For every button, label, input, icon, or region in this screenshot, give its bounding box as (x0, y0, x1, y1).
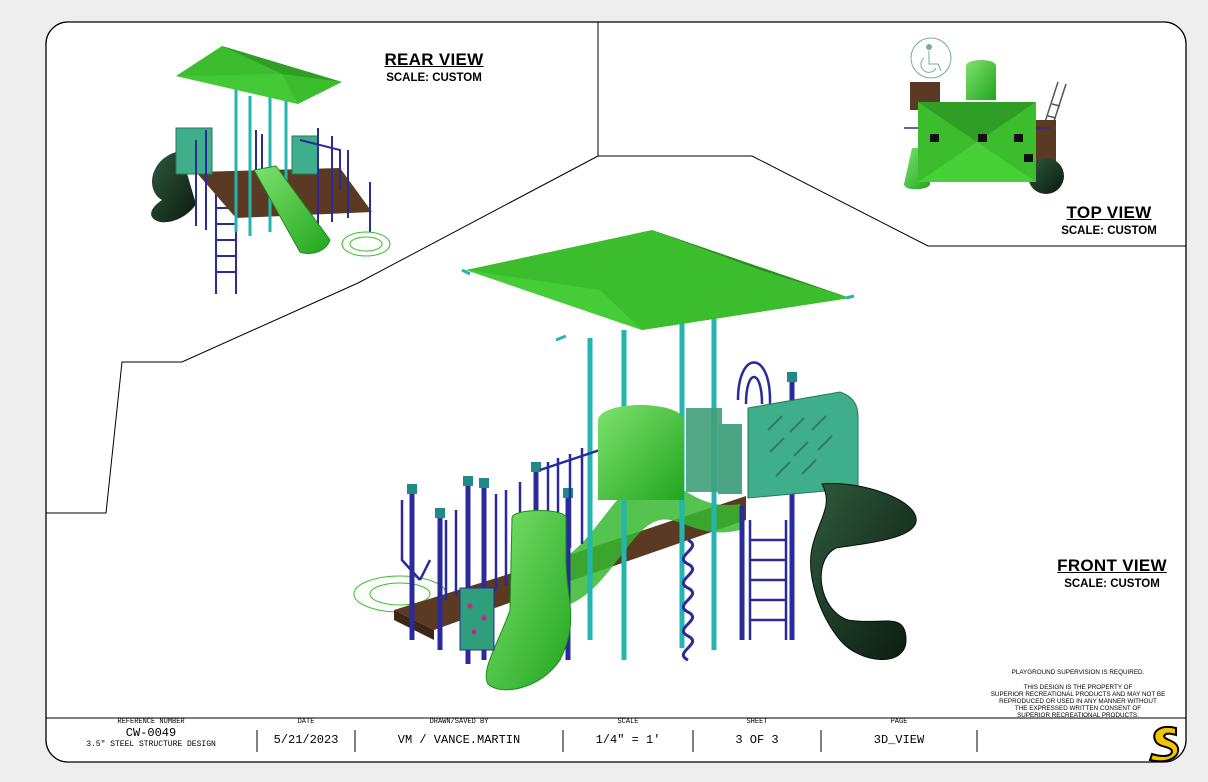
drawn-by-value: VM / VANCE.MARTIN (397, 733, 521, 747)
legal-notes: PLAYGROUND SUPERVISION IS REQUIRED. THIS… (978, 669, 1178, 719)
front-view-title: FRONT VIEW SCALE: CUSTOM (1046, 556, 1178, 590)
date-cell: DATE 5/21/2023 (258, 718, 354, 756)
sheet-label: SHEET (746, 718, 768, 726)
reference-number-cell: REFERENCE NUMBER CW-0049 3.5" STEEL STRU… (46, 718, 256, 756)
drawn-by-cell: DRAWN/SAVED BY VM / VANCE.MARTIN (356, 718, 562, 756)
page-cell: PAGE 3D_VIEW (822, 718, 976, 756)
front-view-drawing (353, 230, 917, 691)
scale-value: 1/4" = 1' (595, 733, 661, 747)
rear-view-title: REAR VIEW SCALE: CUSTOM (360, 50, 508, 84)
structure-design-text: 3.5" STEEL STRUCTURE DESIGN (86, 740, 216, 749)
top-view-title: TOP VIEW SCALE: CUSTOM (1052, 203, 1166, 237)
front-view-label: FRONT VIEW (1057, 556, 1167, 575)
page-label: PAGE (890, 718, 908, 726)
title-block-lines (46, 717, 1186, 752)
page-value: 3D_VIEW (873, 733, 925, 747)
wheelchair-accessibility-icon (910, 37, 952, 79)
top-view-label: TOP VIEW (1066, 203, 1152, 222)
sheet-value: 3 OF 3 (735, 733, 779, 747)
drawn-by-label: DRAWN/SAVED BY (429, 718, 489, 726)
sheet-cell: SHEET 3 OF 3 (694, 718, 820, 756)
date-label: DATE (297, 718, 315, 726)
top-view-drawing (904, 37, 1067, 194)
date-value: 5/21/2023 (273, 733, 339, 747)
company-logo-s (1148, 726, 1180, 763)
rear-view-label: REAR VIEW (384, 50, 484, 69)
scale-cell: SCALE 1/4" = 1' (564, 718, 692, 756)
rear-view-scale: SCALE: CUSTOM (386, 72, 482, 84)
property-note: THIS DESIGN IS THE PROPERTY OF SUPERIOR … (990, 684, 1166, 719)
scale-label: SCALE (617, 718, 639, 726)
view-dividers (46, 22, 1186, 514)
reference-number-label: REFERENCE NUMBER (117, 718, 185, 726)
front-view-scale: SCALE: CUSTOM (1064, 578, 1160, 590)
reference-number-value: CW-0049 (125, 726, 177, 740)
top-view-scale: SCALE: CUSTOM (1061, 225, 1157, 237)
rear-view-drawing (151, 46, 391, 294)
supervision-note: PLAYGROUND SUPERVISION IS REQUIRED. (1011, 669, 1145, 676)
